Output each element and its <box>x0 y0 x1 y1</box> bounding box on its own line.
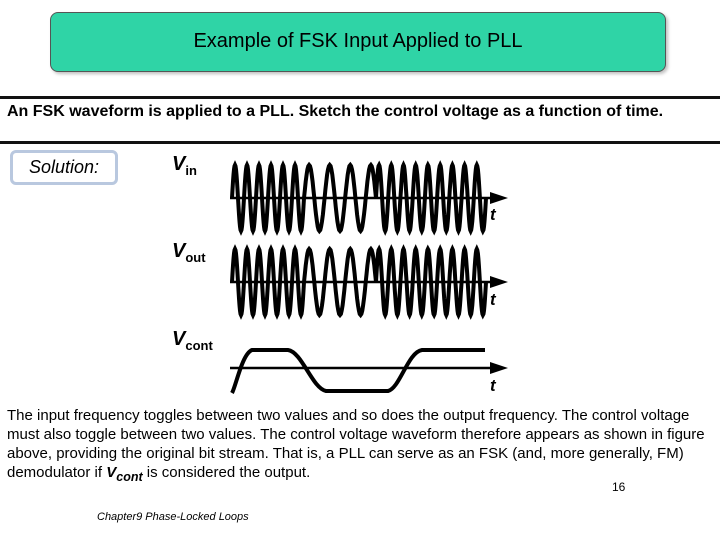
problem-statement: An FSK waveform is applied to a PLL. Ske… <box>0 96 720 144</box>
solution-label: Solution: <box>28 157 100 177</box>
explanation-text-1: The input frequency toggles between two … <box>7 407 705 481</box>
page-number: 16 <box>612 480 626 494</box>
title-banner: Example of FSK Input Applied to PLL <box>50 12 666 72</box>
explanation-paragraph: The input frequency toggles between two … <box>7 406 715 487</box>
vcont-waveform <box>230 348 485 394</box>
vin-axis-label: t <box>490 205 497 224</box>
vin-label: Vin <box>172 153 197 178</box>
explanation-var-sub: cont <box>116 470 143 484</box>
explanation-var: V <box>106 464 117 481</box>
vout-waveform <box>230 244 488 320</box>
vcont-label: Vcont <box>172 328 213 353</box>
vout-axis-label: t <box>490 290 497 309</box>
vin-waveform <box>230 160 488 236</box>
vcont-axis-label: t <box>490 376 497 395</box>
vcont-axis-arrow <box>490 362 508 374</box>
vin-axis-arrow <box>490 192 508 204</box>
vout-axis-arrow <box>490 276 508 288</box>
vout-label: Vout <box>172 240 206 265</box>
fsk-figure: Vin t Vout t Vcont t <box>172 153 508 395</box>
explanation-text-2: is considered the output. <box>142 464 311 481</box>
solution-label-box: Solution: <box>10 150 118 185</box>
slide-title: Example of FSK Input Applied to PLL <box>193 29 523 52</box>
chapter-footer: Chapter9 Phase-Locked Loops <box>97 511 249 523</box>
